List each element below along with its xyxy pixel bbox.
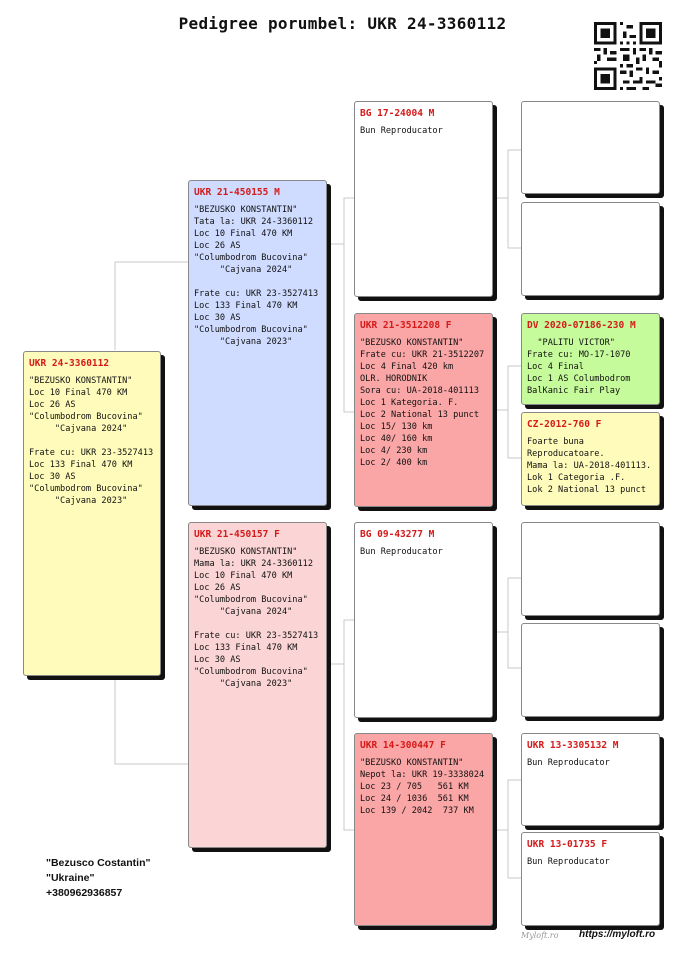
owner-info: "Bezusco Costantin" "Ukraine" +380962936…: [46, 856, 150, 901]
owner-name: "Bezusco Costantin": [46, 857, 151, 869]
owner-phone: +380962936857: [46, 887, 123, 899]
pedigree-card-sire: UKR 21-450155 M "BEZUSKO KONSTANTIN" Tat…: [188, 180, 327, 506]
pedigree-notes: Foarte buna Reproducatoare. Mama la: UA-…: [527, 437, 652, 495]
pedigree-card-g3-sd-s: DV 2020-07186-230 M "PALITU VICTOR" Frat…: [521, 313, 660, 405]
ring-number: UKR 24-3360112: [29, 358, 110, 369]
pedigree-card-g3-dd-d: UKR 13-01735 F Bun Reproducator: [521, 832, 660, 926]
pedigree-card-g3-dd-s: UKR 13-3305132 M Bun Reproducator: [521, 733, 660, 826]
signature: Myloft.ro: [521, 931, 559, 940]
pedigree-notes: Bun Reproducator: [360, 126, 443, 136]
pedigree-card-g3-ds-d: [521, 623, 660, 717]
pedigree-notes: "BEZUSKO KONSTANTIN" Frate cu: UKR 21-35…: [360, 338, 485, 468]
ring-number: UKR 13-01735 F: [527, 839, 608, 850]
ring-number: DV 2020-07186-230 M: [527, 320, 636, 331]
pedigree-card-dam-sire: BG 09-43277 M Bun Reproducator: [354, 522, 493, 718]
ring-number: UKR 21-450157 F: [194, 529, 280, 540]
pedigree-card-dam-dam: UKR 14-300447 F "BEZUSKO KONSTANTIN" Nep…: [354, 733, 493, 926]
pedigree-notes: Bun Reproducator: [527, 758, 610, 768]
ring-number: UKR 21-3512208 F: [360, 320, 452, 331]
pedigree-notes: "BEZUSKO KONSTANTIN" Mama la: UKR 24-336…: [194, 547, 319, 689]
pedigree-card-g3-ss-d: [521, 202, 660, 296]
pedigree-card-sire-sire: BG 17-24004 M Bun Reproducator: [354, 101, 493, 297]
ring-number: BG 17-24004 M: [360, 108, 435, 119]
pedigree-notes: "BEZUSKO KONSTANTIN" Loc 10 Final 470 KM…: [29, 376, 154, 506]
pedigree-notes: "PALITU VICTOR" Frate cu: MO-17-1070 Loc…: [527, 338, 631, 396]
pedigree-card-dam: UKR 21-450157 F "BEZUSKO KONSTANTIN" Mam…: [188, 522, 327, 848]
pedigree-notes: "BEZUSKO KONSTANTIN" Tata la: UKR 24-336…: [194, 205, 319, 347]
pedigree-card-g3-sd-d: CZ-2012-760 F Foarte buna Reproducatoare…: [521, 412, 660, 506]
ring-number: UKR 21-450155 M: [194, 187, 280, 198]
page-title: Pedigree porumbel: UKR 24-3360112: [178, 14, 507, 33]
ring-number: BG 09-43277 M: [360, 529, 435, 540]
pedigree-card-sire-dam: UKR 21-3512208 F "BEZUSKO KONSTANTIN" Fr…: [354, 313, 493, 507]
ring-number: UKR 14-300447 F: [360, 740, 446, 751]
pedigree-notes: Bun Reproducator: [360, 547, 443, 557]
website-link[interactable]: https://myloft.ro: [579, 929, 656, 940]
pedigree-card-subject: UKR 24-3360112 "BEZUSKO KONSTANTIN" Loc …: [23, 351, 161, 676]
pedigree-notes: "BEZUSKO KONSTANTIN" Nepot la: UKR 19-33…: [360, 758, 485, 816]
owner-country: "Ukraine": [46, 872, 95, 884]
pedigree-card-g3-ds-s: [521, 522, 660, 616]
pedigree-notes: Bun Reproducator: [527, 857, 610, 867]
pedigree-card-g3-ss-s: [521, 101, 660, 194]
ring-number: UKR 13-3305132 M: [527, 740, 619, 751]
qr-code-icon: [594, 22, 662, 90]
ring-number: CZ-2012-760 F: [527, 419, 602, 430]
